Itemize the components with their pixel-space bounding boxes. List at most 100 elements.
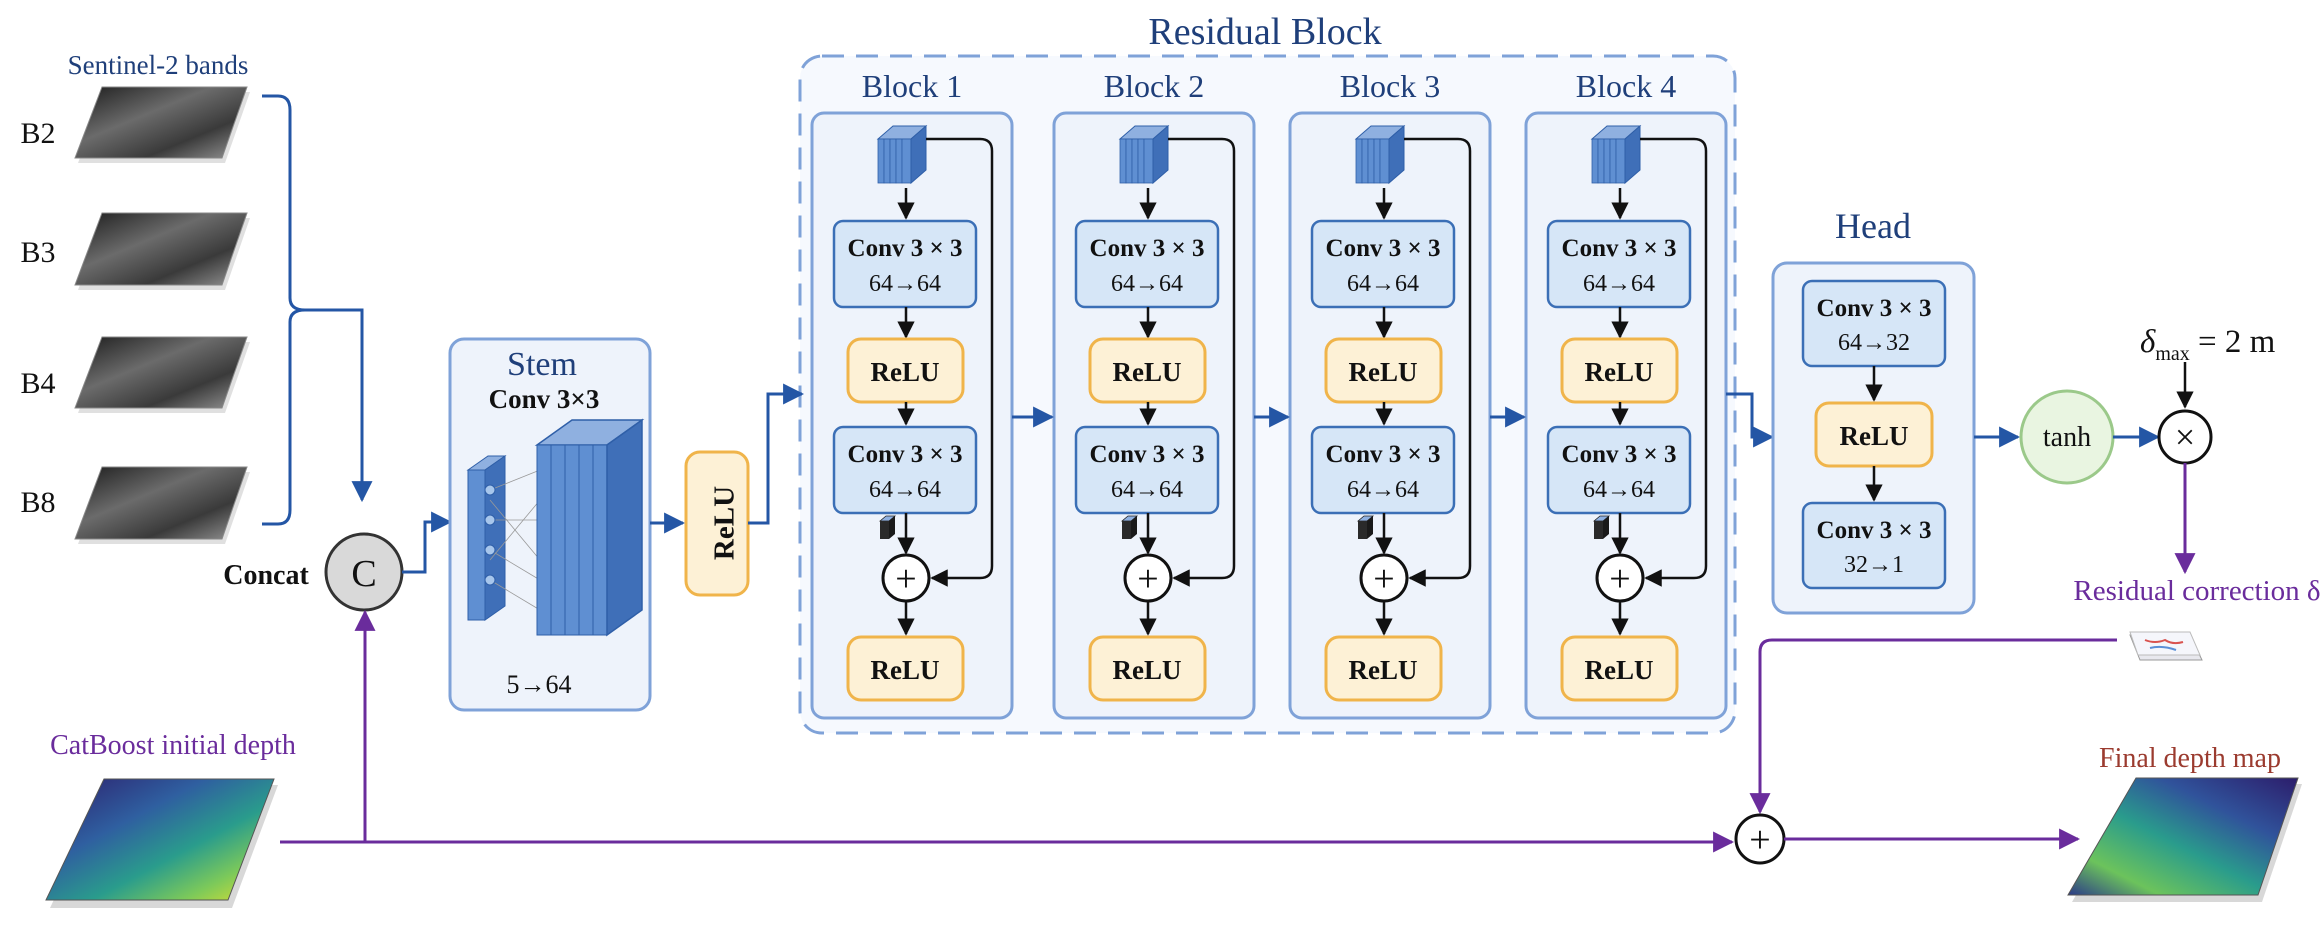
relu-label-3: ReLU (871, 655, 940, 685)
catboost-label: CatBoost initial depth (50, 730, 296, 761)
block-4: Block 4 Conv 3 × 3 64→64 ReLU Conv 3 × 3… (1524, 68, 1728, 720)
catboost-depth-map (45, 778, 278, 908)
skip-connection (1168, 137, 1236, 587)
band-b4: B4 (20, 336, 250, 413)
conv-label-2: Conv 3 × 3 (1562, 441, 1677, 468)
relu-label-1: ReLU (1113, 357, 1182, 387)
skip-connection (1404, 137, 1472, 587)
delta-value: = 2 m (2190, 324, 2276, 360)
band-label-b3: B3 (20, 236, 55, 269)
relu-label-3: ReLU (1349, 655, 1418, 685)
block-title: Block 1 (862, 68, 962, 104)
conv-channels-2: 64→64 (1111, 477, 1183, 503)
block-panel (810, 111, 1014, 720)
conv-label-1: Conv 3 × 3 (1090, 235, 1205, 262)
stem-subtitle: Conv 3×3 (489, 384, 600, 414)
delta-symbol: δ (2140, 324, 2156, 360)
block-title: Block 2 (1104, 68, 1204, 104)
relu-label-1: ReLU (1585, 357, 1654, 387)
head-conv-channels-1: 64→32 (1838, 330, 1910, 356)
head-conv-label-2: Conv 3 × 3 (1817, 517, 1932, 544)
conv-label-2: Conv 3 × 3 (848, 441, 963, 468)
delta-subscript: max (2155, 343, 2189, 365)
final-depth-map (2067, 777, 2302, 902)
small-feature-icon (1356, 515, 1375, 539)
stem-channels: 5→64 (507, 670, 572, 699)
small-feature-icon (878, 515, 897, 539)
delta-max-label: δmax = 2 m (2140, 324, 2276, 365)
conv-label-2: Conv 3 × 3 (1090, 441, 1205, 468)
conv-label-1: Conv 3 × 3 (1326, 235, 1441, 262)
conv-label-1: Conv 3 × 3 (1562, 235, 1677, 262)
bands-brace (262, 94, 306, 526)
residual-block-title: Residual Block (1148, 11, 1381, 53)
stem-conv-illustration (466, 418, 645, 637)
sentinel-bands-label: Sentinel-2 bands (68, 50, 249, 80)
block-1: Block 1 Conv 3 × 3 64→64 ReLU Conv 3 × 3… (810, 68, 1014, 720)
relu-label-3: ReLU (1585, 655, 1654, 685)
concat-label: Concat (223, 560, 309, 591)
small-feature-icon (1120, 515, 1139, 539)
conv-channels-1: 64→64 (1583, 271, 1655, 297)
concat-to-stem-arrow (402, 511, 453, 574)
block-title: Block 4 (1576, 68, 1676, 104)
conv-channels-1: 64→64 (1111, 271, 1183, 297)
block-3: Block 3 Conv 3 × 3 64→64 ReLU Conv 3 × 3… (1288, 68, 1492, 720)
final-depth-label: Final depth map (2099, 743, 2281, 774)
feature-map-icon (876, 124, 928, 185)
conv-channels-2: 64→64 (1583, 477, 1655, 503)
band-label-b4: B4 (20, 367, 55, 400)
residual-correction-label: Residual correction δ (2073, 575, 2320, 607)
head-relu-label: ReLU (1840, 421, 1909, 451)
add-symbol: + (1137, 558, 1158, 600)
head-conv-channels-2: 32→1 (1844, 552, 1904, 578)
block-panel (1288, 111, 1492, 720)
stem-relu-label: ReLU (709, 486, 741, 560)
relu-box-3 (846, 635, 965, 702)
bands-to-concat-arrow (305, 308, 373, 503)
stem-title: Stem (507, 346, 577, 383)
add-symbol: + (1609, 558, 1630, 600)
band-label-b8: B8 (20, 486, 55, 519)
band-b3: B3 (20, 212, 250, 290)
band-b2: B2 (20, 86, 250, 163)
head-title: Head (1835, 206, 1911, 246)
conv-channels-1: 64→64 (869, 271, 941, 297)
multiply-symbol: × (2175, 417, 2195, 457)
conv-channels-2: 64→64 (869, 477, 941, 503)
band-label-b2: B2 (20, 117, 55, 150)
relu-to-block1-arrow (748, 383, 805, 525)
skip-connection (926, 137, 994, 587)
block-title: Block 3 (1340, 68, 1440, 104)
skip-connection (1640, 137, 1708, 587)
relu-box-3 (1088, 635, 1207, 702)
relu-label-1: ReLU (1349, 357, 1418, 387)
feature-map-icon (1118, 124, 1170, 185)
relu-box-3 (1560, 635, 1679, 702)
relu-label-3: ReLU (1113, 655, 1182, 685)
final-add-symbol: + (1749, 819, 1770, 861)
block-panel (1052, 111, 1256, 720)
correction-to-add-arrow (1749, 638, 2117, 815)
relu-label-1: ReLU (871, 357, 940, 387)
conv-label-1: Conv 3 × 3 (848, 235, 963, 262)
conv-channels-2: 64→64 (1347, 477, 1419, 503)
head-conv-label-1: Conv 3 × 3 (1817, 295, 1932, 322)
add-symbol: + (1373, 558, 1394, 600)
add-symbol: + (895, 558, 916, 600)
band-b8: B8 (20, 466, 250, 544)
conv-channels-1: 64→64 (1347, 271, 1419, 297)
tanh-label: tanh (2043, 422, 2091, 453)
block4-to-head-arrow (1726, 392, 1775, 448)
block-2: Block 2 Conv 3 × 3 64→64 ReLU Conv 3 × 3… (1052, 68, 1256, 720)
small-feature-icon (1592, 515, 1611, 539)
feature-map-icon (1590, 124, 1642, 185)
feature-map-icon (1354, 124, 1406, 185)
residual-correction-map (2129, 631, 2203, 661)
head-conv-box-2 (1801, 501, 1947, 590)
relu-box-3 (1324, 635, 1443, 702)
block-panel (1524, 111, 1728, 720)
conv-label-2: Conv 3 × 3 (1326, 441, 1441, 468)
concat-symbol: C (351, 553, 376, 595)
